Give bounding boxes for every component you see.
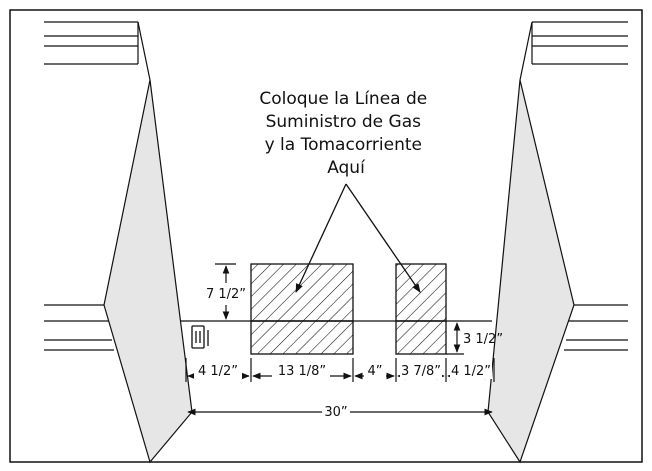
callout-line-2: Suministro de Gas xyxy=(266,112,422,132)
dim-right-offset-label: 4 1/2” xyxy=(451,364,491,379)
right-lower-zone xyxy=(395,320,447,355)
left-cabinet xyxy=(44,21,193,464)
left-lower-zone xyxy=(250,320,354,355)
callout-text: Coloque la Línea de Suministro de Gas y … xyxy=(259,89,432,178)
dim-right-offset-bg xyxy=(450,362,492,379)
dim-right-box-label: 3 7/8” xyxy=(401,364,441,379)
dim-gap-bg xyxy=(364,362,386,379)
dim-height-lower-label: 3 1/2” xyxy=(463,332,503,347)
right-upper-zone xyxy=(395,263,447,322)
pointer-right xyxy=(345,183,421,293)
pointer-left xyxy=(295,183,347,293)
callout-line-4: Aquí xyxy=(327,158,366,178)
dim-right-box-bg xyxy=(400,362,442,379)
diagram-frame xyxy=(9,9,643,463)
left-upper-zone xyxy=(250,263,354,322)
dim-height-upper-label: 7 1/2” xyxy=(206,287,246,302)
dim-left-offset-label: 4 1/2” xyxy=(198,364,238,379)
dim-total-width-bg xyxy=(322,402,350,419)
dim-left-offset-bg xyxy=(194,362,242,379)
outlet-icon xyxy=(191,325,209,349)
dim-left-box-bg xyxy=(272,362,330,379)
callout-line-3: y la Tomacorriente xyxy=(265,135,422,155)
right-cabinet xyxy=(487,21,628,464)
dim-gap-label: 4” xyxy=(367,364,382,379)
left-cabinet-side-panel xyxy=(103,79,193,464)
right-cabinet-side-panel xyxy=(487,79,575,464)
dim-total-width-label: 30” xyxy=(324,405,347,420)
callout-line-1: Coloque la Línea de xyxy=(259,89,427,109)
dim-left-box-label: 13 1/8” xyxy=(278,364,326,379)
horizontal-dimension-row xyxy=(185,358,495,382)
